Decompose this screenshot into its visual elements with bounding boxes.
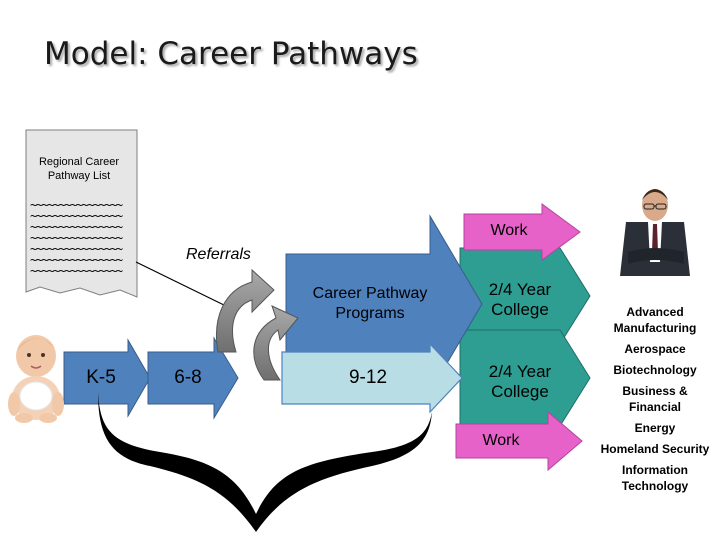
referral-pointer-line bbox=[135, 261, 229, 308]
industry-item: Information Technology bbox=[621, 463, 689, 493]
career-list-line: ~~~~~~~~~~~~~~~~ bbox=[30, 253, 123, 267]
career-list-line: ~~~~~~~~~~~~~~~~ bbox=[30, 231, 123, 245]
work-bottom-arrow bbox=[455, 410, 583, 472]
career-list-line: ~~~~~~~~~~~~~~~~ bbox=[30, 220, 123, 234]
college-upper-label: 2/4 Year College bbox=[488, 280, 552, 319]
college-lower-label: 2/4 Year College bbox=[488, 362, 552, 401]
g912-label: 9-12 bbox=[348, 367, 388, 388]
businessman-photo bbox=[620, 189, 690, 276]
baby-photo bbox=[8, 335, 64, 423]
career-list-line: ~~~~~~~~~~~~~~~~ bbox=[30, 200, 123, 212]
industry-item: Homeland Security bbox=[600, 442, 710, 456]
g68-label: 6-8 bbox=[174, 367, 202, 388]
career-pathway-programs-label: Career Pathway Programs bbox=[312, 285, 428, 322]
g912-arrow bbox=[281, 342, 463, 414]
career-list-title: Regional Career Pathway List bbox=[38, 156, 120, 182]
career-list-line: ~~~~~~~~~~~~~~~~ bbox=[30, 209, 123, 223]
k5-arrow bbox=[63, 338, 151, 418]
k5-label: K-5 bbox=[86, 367, 116, 388]
work-top-label: Work bbox=[490, 222, 528, 239]
industry-item: Biotechnology bbox=[613, 363, 697, 377]
g68-arrow bbox=[147, 336, 239, 420]
work-top-arrow bbox=[463, 203, 581, 261]
industry-item: Energy bbox=[634, 421, 676, 435]
industry-item: Aerospace bbox=[624, 342, 686, 356]
career-list-lines: ~~~~~~~~~~~~~~~~ ~~~~~~~~~~~~~~~~ ~~~~~~… bbox=[30, 200, 130, 277]
career-list-line: ~~~~~~~~~~~~~~~~ bbox=[30, 264, 123, 277]
curved-arrow-upper-icon bbox=[216, 268, 275, 353]
industry-list: Advanced Manufacturing Aerospace Biotech… bbox=[596, 304, 714, 499]
work-bottom-label: Work bbox=[482, 432, 520, 449]
college-lower-arrow bbox=[459, 329, 591, 427]
curved-arrow-lower-icon bbox=[253, 305, 299, 381]
referrals-label: Referrals bbox=[186, 246, 251, 263]
career-list-document-icon bbox=[25, 129, 138, 298]
industry-item: Advanced Manufacturing bbox=[613, 305, 697, 335]
brace-icon bbox=[98, 392, 432, 532]
career-list-line: ~~~~~~~~~~~~~~~~ bbox=[30, 242, 123, 256]
industry-item: Business & Financial bbox=[622, 384, 688, 414]
page-title: Model: Career Pathways bbox=[44, 36, 418, 72]
